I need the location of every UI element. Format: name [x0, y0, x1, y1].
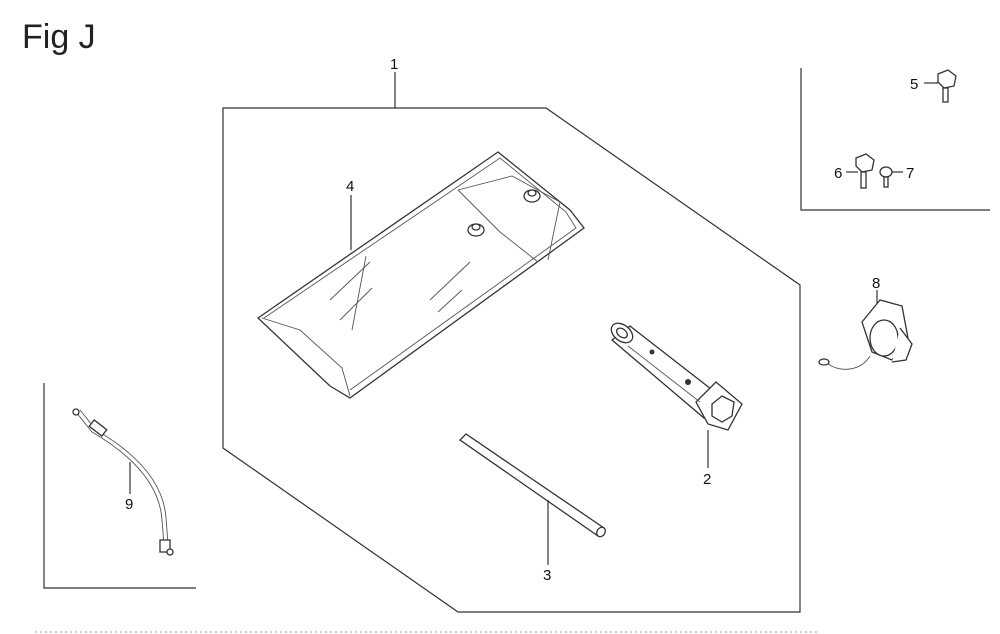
wrench-handle-bar [458, 433, 606, 538]
callout-1: 1 [390, 56, 398, 73]
tool-bag [256, 151, 585, 399]
callout-2: 2 [703, 471, 711, 488]
spark-plug-wrench [610, 322, 743, 431]
callout-4: 4 [346, 178, 354, 195]
control-cable [72, 408, 174, 556]
callout-3: 3 [543, 567, 551, 584]
cable-inset-boundary [43, 383, 196, 589]
callout-6: 6 [834, 165, 842, 182]
callout-7: 7 [906, 165, 914, 182]
bolt-6 [855, 153, 875, 189]
bolt-5 [937, 69, 957, 103]
bolt-inset-boundary [800, 68, 990, 211]
callout-9: 9 [125, 496, 133, 513]
callout-8: 8 [872, 275, 880, 292]
screw-7 [879, 166, 893, 188]
tool-kit-boundary [222, 107, 801, 613]
callout-5: 5 [910, 76, 918, 93]
switch-assembly [818, 299, 913, 370]
figure-title: Fig J [22, 18, 96, 56]
